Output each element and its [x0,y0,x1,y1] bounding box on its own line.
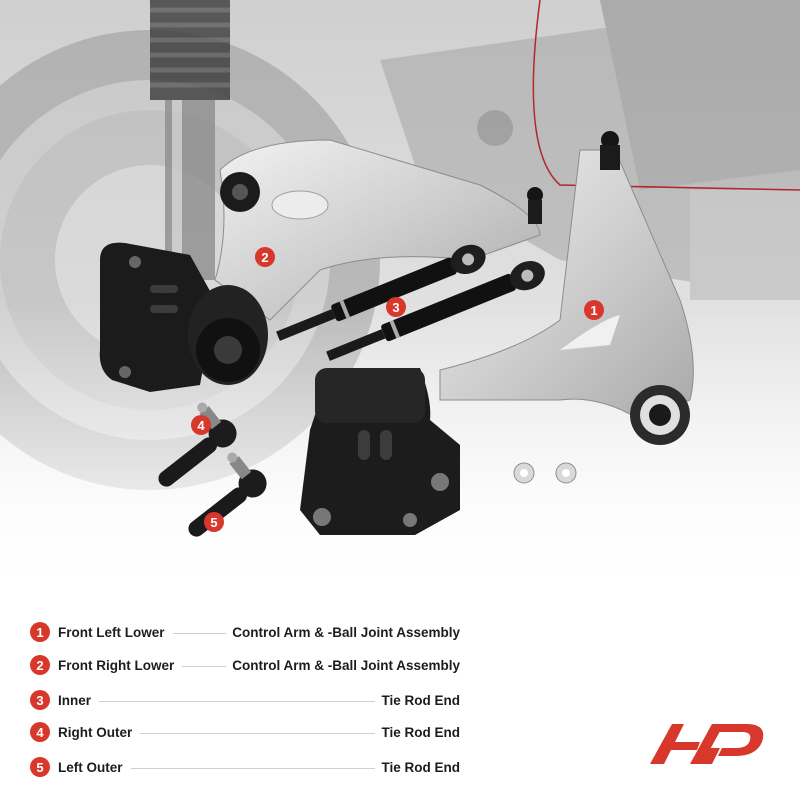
leader-line [130,767,376,769]
subframe-background [380,0,800,300]
legend-description: Tie Rod End [381,692,460,708]
leader-line [172,632,227,634]
leader-line [99,700,376,702]
legend-row: 1 Front Left Lower Control Arm & -Ball J… [30,620,460,644]
legend-label: Inner [58,692,92,708]
legend-description: Control Arm & -Ball Joint Assembly [232,624,460,640]
bushing-bracket-right [300,368,460,535]
legend-label: Front Right Lower [58,657,175,673]
control-arm-2 [214,139,543,321]
legend-row: 2 Front Right Lower Control Arm & -Ball … [30,653,460,677]
legend-description: Tie Rod End [381,724,460,740]
legend-row: 3 Inner Tie Rod End [30,688,460,712]
legend-number: 4 [30,722,50,742]
leader-line [140,732,376,734]
outer-tie-rod-ends [158,402,267,537]
washers [513,462,577,484]
legend-number: 1 [30,622,50,642]
inset-arc [532,0,800,191]
inner-tie-rods [276,244,545,361]
legend-label: Front Left Lower [58,624,165,640]
legend-number: 5 [30,757,50,777]
bushing-bracket-left [99,242,268,392]
legend-description: Tie Rod End [381,759,460,775]
legend-number: 3 [30,690,50,710]
callout-3: 3 [386,297,406,317]
legend-number: 2 [30,655,50,675]
legend-label: Right Outer [58,724,133,740]
brand-logo-icon [650,724,764,764]
control-arm-1 [439,131,694,445]
callout-4: 4 [191,415,211,435]
callout-1: 1 [584,300,604,320]
callout-5: 5 [204,512,224,532]
leader-line [182,665,227,667]
legend-label: Left Outer [58,759,123,775]
callout-2: 2 [255,247,275,267]
legend-row: 4 Right Outer Tie Rod End [30,720,460,744]
strut-background [150,0,230,280]
product-scene [0,0,800,600]
legend-row: 5 Left Outer Tie Rod End [30,755,460,779]
legend-description: Control Arm & -Ball Joint Assembly [232,657,460,673]
